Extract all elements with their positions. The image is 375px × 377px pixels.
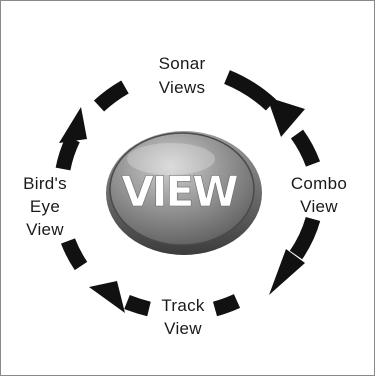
combo-view-line2: View [300, 197, 338, 216]
ring-segment-bottom-right [212, 294, 241, 317]
ring-segment-left-upper [55, 135, 80, 171]
ring-segment-bottom-left [124, 294, 151, 317]
combo-view-line1: Combo [291, 174, 347, 193]
track-view-line1: Track [161, 296, 205, 315]
label-combo-view: Combo View [291, 174, 347, 216]
birds-eye-view-line3: View [26, 220, 64, 239]
arrow-to-track-icon [269, 249, 305, 295]
ring-segment-left-lower [60, 238, 88, 271]
birds-eye-view-line2: Eye [30, 197, 60, 216]
label-birds-eye-view: Bird's Eye View [23, 174, 67, 239]
arrow-to-sonar-icon [59, 107, 87, 143]
view-button-label: VIEW [121, 167, 238, 216]
ring-segment-right-upper [290, 129, 321, 167]
ring-segment-right-lower [289, 216, 321, 260]
track-view-line2: View [164, 319, 202, 338]
ring-segment-top-right [223, 70, 277, 111]
cycle-ring [55, 70, 321, 317]
view-button: VIEW [106, 131, 262, 255]
sonar-views-line2: Views [159, 78, 206, 97]
arrow-to-combo-icon [267, 97, 305, 137]
arrow-to-birds-eye-icon [89, 281, 125, 313]
ring-segment-top-left [93, 80, 129, 112]
birds-eye-view-line1: Bird's [23, 174, 67, 193]
sonar-views-line1: Sonar [159, 54, 206, 73]
label-sonar-views: Sonar Views [159, 54, 206, 97]
label-track-view: Track View [161, 296, 205, 338]
